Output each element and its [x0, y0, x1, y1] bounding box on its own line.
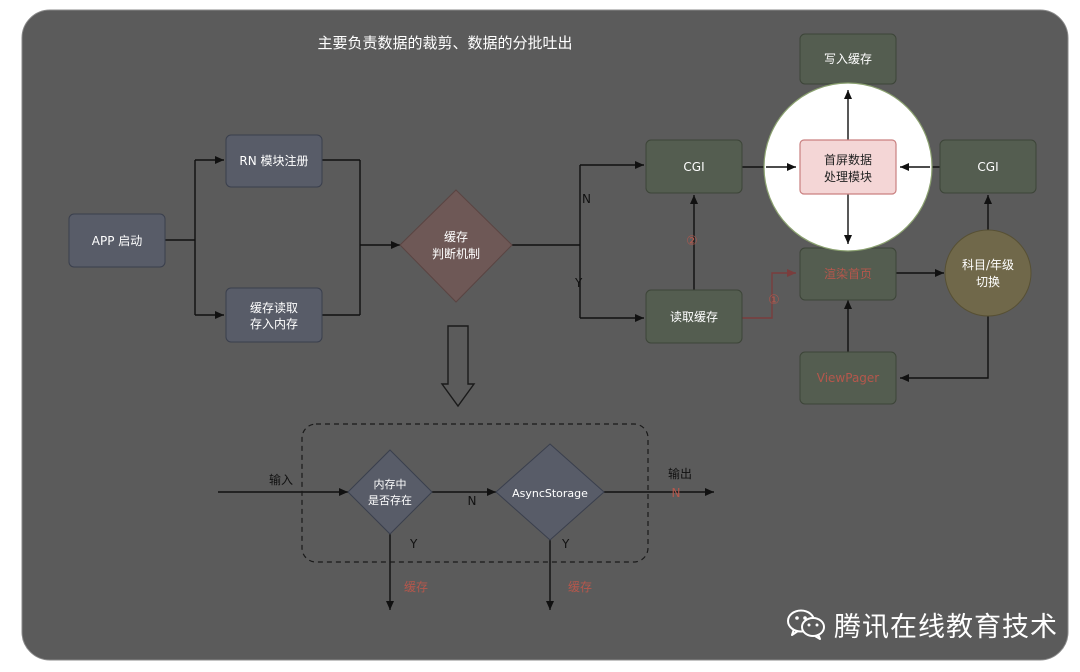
node-cache-read: 缓存读取 存入内存 — [225, 287, 323, 343]
storage-group-frame — [301, 423, 649, 563]
label-output: 输出 — [668, 466, 692, 481]
subject-label-2: 切换 — [976, 275, 1000, 289]
label-y-left: Y — [409, 537, 418, 551]
label-n-out: N — [672, 486, 681, 500]
down-arrow-icon — [440, 325, 476, 408]
watermark-text: 腾讯在线教育技术 — [834, 611, 1058, 643]
first-screen-box — [799, 139, 897, 195]
first-screen-label-2: 处理模块 — [824, 170, 872, 184]
label-n-top: N — [582, 192, 591, 206]
write-cache-label: 写入缓存 — [824, 52, 872, 66]
wechat-logo-icon — [787, 609, 825, 640]
label-cache-right: 缓存 — [568, 580, 592, 594]
node-cgi-right: CGI — [939, 139, 1037, 194]
node-async-storage: AsyncStorage — [495, 443, 605, 541]
label-step2: ② — [686, 234, 698, 249]
node-cgi-left: CGI — [645, 139, 743, 194]
async-storage-label: AsyncStorage — [512, 487, 588, 500]
label-y-right: Y — [561, 537, 570, 551]
mem-exists-label-1: 内存中 — [374, 477, 407, 491]
node-cache-judge: 缓存 判断机制 — [399, 189, 513, 303]
label-n-mid: N — [468, 494, 477, 508]
mem-exists-label-2: 是否存在 — [368, 493, 412, 507]
read-cache-label: 读取缓存 — [670, 310, 718, 324]
label-input: 输入 — [269, 472, 293, 487]
cache-read-label-1: 缓存读取 — [250, 301, 298, 315]
rn-register-label: RN 模块注册 — [239, 153, 308, 168]
connector-step1 — [742, 269, 796, 319]
viewpager-label: ViewPager — [817, 371, 880, 385]
label-cache-left: 缓存 — [404, 580, 428, 594]
highlight-spotlight: 首屏数据 处理模块 — [763, 82, 933, 252]
node-render-home: 渲染首页 — [799, 247, 897, 301]
headline-text: 主要负责数据的裁剪、数据的分批吐出 — [317, 34, 572, 52]
node-subject-switch: 科目/年级 切换 — [944, 229, 1032, 317]
cgi-left-label: CGI — [683, 160, 704, 174]
cache-read-label-2: 存入内存 — [250, 317, 298, 331]
cache-judge-label-2: 判断机制 — [432, 246, 480, 261]
watermark: 腾讯在线教育技术 — [786, 604, 1058, 644]
node-write-cache: 写入缓存 — [799, 33, 897, 85]
node-viewpager: ViewPager — [799, 351, 897, 405]
cache-judge-label-1: 缓存 — [444, 230, 468, 244]
render-home-label: 渲染首页 — [824, 266, 872, 281]
label-step1: ① — [768, 293, 780, 308]
node-read-cache: 读取缓存 — [645, 289, 743, 344]
first-screen-label-1: 首屏数据 — [824, 152, 872, 167]
subject-label-1: 科目/年级 — [962, 258, 1014, 272]
node-rn-register: RN 模块注册 — [225, 134, 323, 188]
label-y-bottom: Y — [574, 276, 583, 290]
node-mem-exists: 内存中 是否存在 — [347, 449, 433, 535]
cgi-right-label: CGI — [977, 160, 998, 174]
node-app-start: APP 启动 — [68, 213, 166, 268]
app-start-label: APP 启动 — [92, 234, 143, 248]
